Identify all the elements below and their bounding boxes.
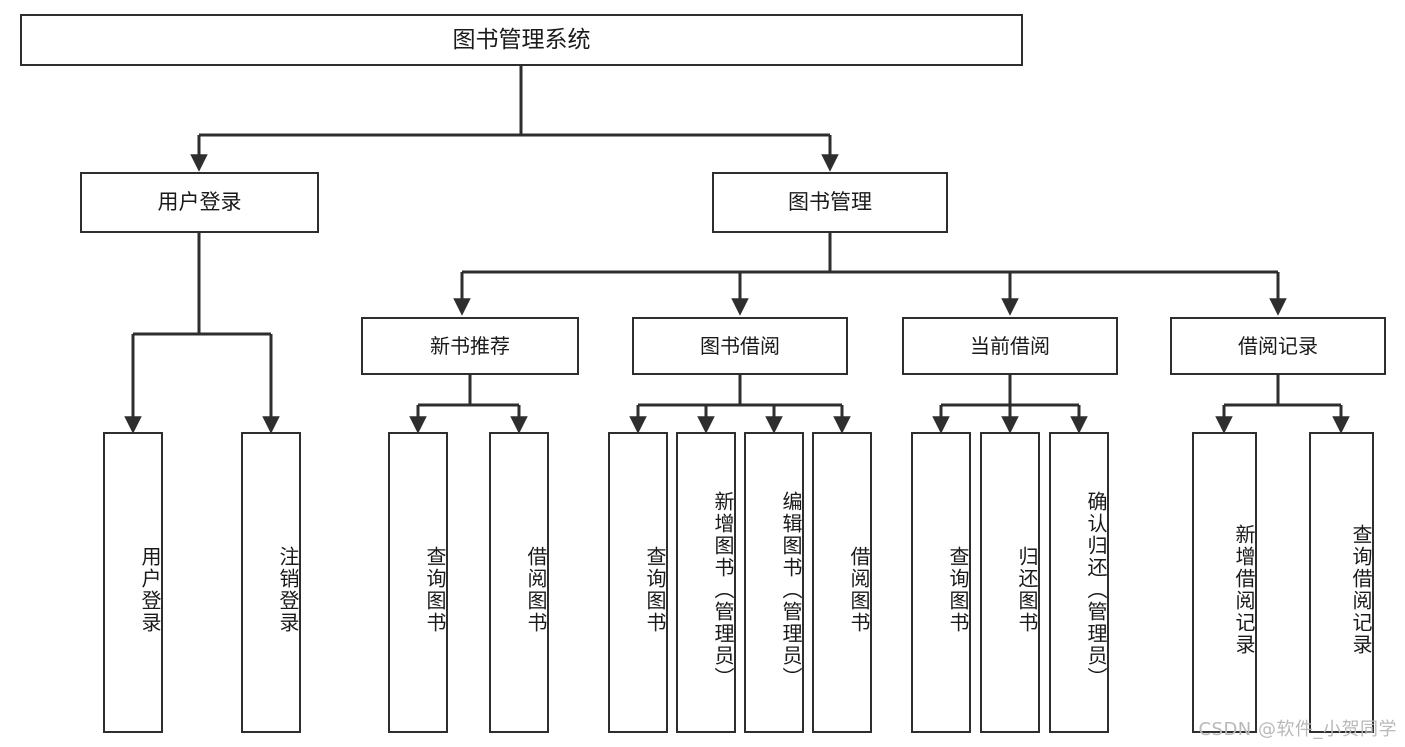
- node-current-borrow[interactable]: 当前借阅: [902, 317, 1118, 375]
- node-label: 借阅图书: [847, 545, 871, 634]
- leaf-add-borrow-record[interactable]: 新增借阅记录: [1192, 432, 1257, 733]
- node-label: 新增图书（管理员）: [711, 490, 735, 689]
- node-label: 借阅图书: [524, 545, 548, 634]
- node-label: 图书借阅: [700, 333, 780, 358]
- node-label: 借阅记录: [1238, 333, 1318, 358]
- leaf-query-borrow-record[interactable]: 查询借阅记录: [1309, 432, 1374, 733]
- node-label: 编辑图书（管理员）: [779, 490, 803, 689]
- leaf-borrow-book-recommend[interactable]: 借阅图书: [489, 432, 549, 733]
- node-user-login[interactable]: 用户登录: [80, 172, 319, 233]
- leaf-query-book-borrow[interactable]: 查询图书: [608, 432, 668, 733]
- node-label: 图书管理系统: [452, 26, 591, 53]
- leaf-query-book-current[interactable]: 查询图书: [911, 432, 971, 733]
- node-label: 查询图书: [643, 545, 667, 634]
- node-root-book-management-system[interactable]: 图书管理系统: [20, 14, 1023, 66]
- leaf-confirm-return-admin[interactable]: 确认归还（管理员）: [1049, 432, 1109, 733]
- node-borrow-records[interactable]: 借阅记录: [1170, 317, 1386, 375]
- leaf-edit-book-admin[interactable]: 编辑图书（管理员）: [744, 432, 804, 733]
- node-label: 新增借阅记录: [1232, 523, 1256, 656]
- node-book-management[interactable]: 图书管理: [712, 172, 948, 233]
- watermark: CSDN @软件_小贺同学: [1198, 719, 1397, 740]
- node-new-book-recommend[interactable]: 新书推荐: [361, 317, 579, 375]
- node-label: 图书管理: [788, 190, 872, 215]
- node-label: 注销登录: [276, 545, 300, 634]
- node-label: 新书推荐: [430, 333, 510, 358]
- node-label: 确认归还（管理员）: [1084, 490, 1108, 689]
- leaf-user-login[interactable]: 用户登录: [103, 432, 163, 733]
- node-label: 用户登录: [138, 545, 162, 634]
- node-label: 归还图书: [1015, 545, 1039, 634]
- leaf-user-logout[interactable]: 注销登录: [241, 432, 301, 733]
- node-label: 用户登录: [157, 190, 242, 215]
- leaf-return-book[interactable]: 归还图书: [980, 432, 1040, 733]
- node-label: 当前借阅: [970, 333, 1050, 358]
- leaf-add-book-admin[interactable]: 新增图书（管理员）: [676, 432, 736, 733]
- node-label: 查询图书: [946, 545, 970, 634]
- node-label: 查询图书: [423, 545, 447, 634]
- node-label: 查询借阅记录: [1349, 523, 1373, 656]
- leaf-borrow-book[interactable]: 借阅图书: [812, 432, 872, 733]
- leaf-query-book-recommend[interactable]: 查询图书: [388, 432, 448, 733]
- node-book-borrow[interactable]: 图书借阅: [632, 317, 848, 375]
